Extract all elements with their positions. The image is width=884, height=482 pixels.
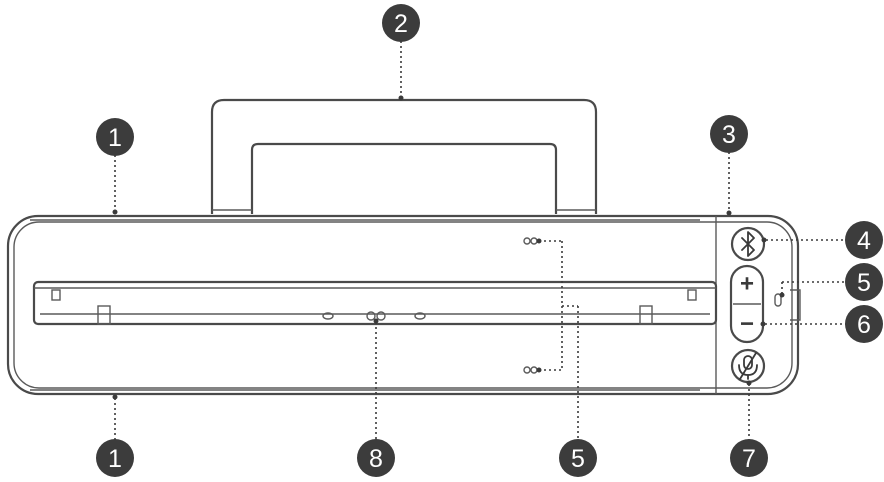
callout-1-top: 1 <box>96 118 134 156</box>
status-led <box>774 293 782 307</box>
svg-text:5: 5 <box>571 445 585 473</box>
mic-mute-button[interactable] <box>730 348 766 384</box>
volume-up-symbol: + <box>740 271 754 298</box>
mic-holes <box>523 237 538 374</box>
leader-lines <box>114 41 846 440</box>
handle <box>210 98 598 214</box>
svg-text:2: 2 <box>394 10 408 38</box>
callout-8: 8 <box>357 439 395 477</box>
svg-text:8: 8 <box>369 445 383 473</box>
mic-mute-icon <box>738 352 758 380</box>
volume-rocker[interactable]: + − <box>729 264 765 344</box>
volume-down-symbol: − <box>740 311 754 338</box>
callout-4: 4 <box>845 221 883 259</box>
svg-text:1: 1 <box>108 445 122 473</box>
svg-text:3: 3 <box>722 121 736 149</box>
svg-text:1: 1 <box>108 124 122 152</box>
callout-3: 3 <box>710 115 748 153</box>
callout-6: 6 <box>845 305 883 343</box>
callout-1-bottom: 1 <box>96 439 134 477</box>
svg-text:5: 5 <box>857 269 871 297</box>
svg-text:6: 6 <box>857 311 871 339</box>
callout-2: 2 <box>382 4 420 42</box>
svg-text:4: 4 <box>857 227 871 255</box>
callout-5-bottom: 5 <box>559 439 597 477</box>
speaker-body <box>6 214 801 396</box>
leader-dots <box>112 95 785 400</box>
svg-text:7: 7 <box>742 445 756 473</box>
bluetooth-button[interactable] <box>730 226 766 262</box>
callout-5-right: 5 <box>845 263 883 301</box>
front-slot <box>32 280 718 326</box>
callout-7: 7 <box>730 439 768 477</box>
bluetooth-icon <box>741 231 755 257</box>
